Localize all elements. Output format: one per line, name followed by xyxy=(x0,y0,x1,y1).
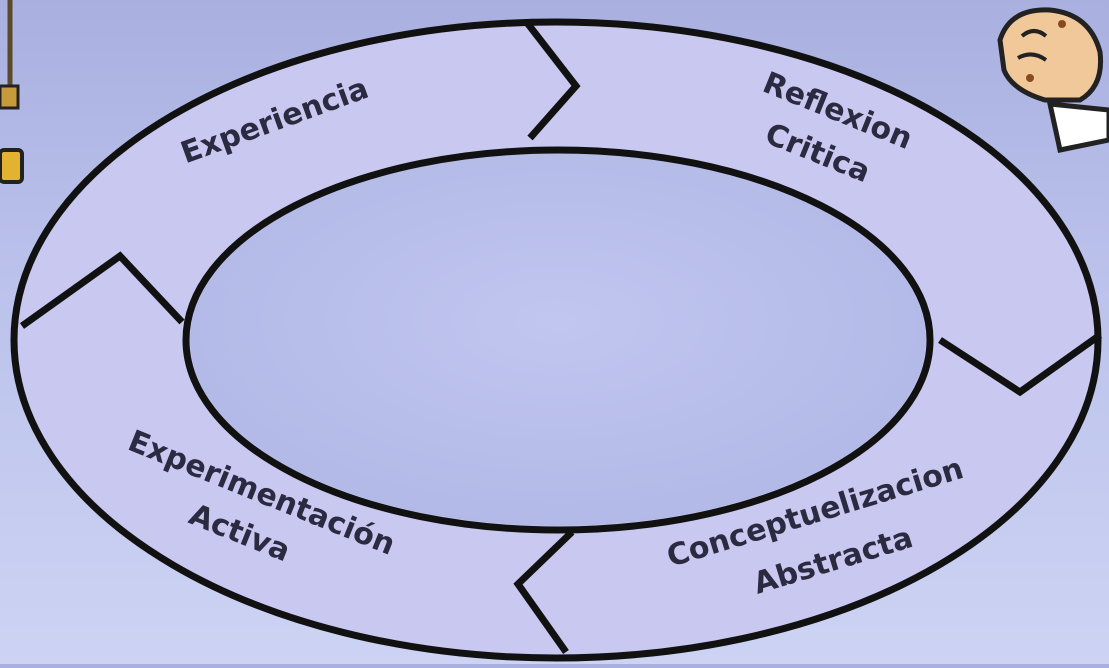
divider-bottom xyxy=(513,529,575,655)
cycle-ring xyxy=(10,18,1102,662)
lamp-icon xyxy=(0,0,24,184)
divider-top xyxy=(525,21,581,141)
cycle-center xyxy=(190,154,926,526)
divider-left xyxy=(19,251,185,329)
divider-right xyxy=(938,332,1103,397)
pointing-hand-icon xyxy=(997,7,1109,153)
